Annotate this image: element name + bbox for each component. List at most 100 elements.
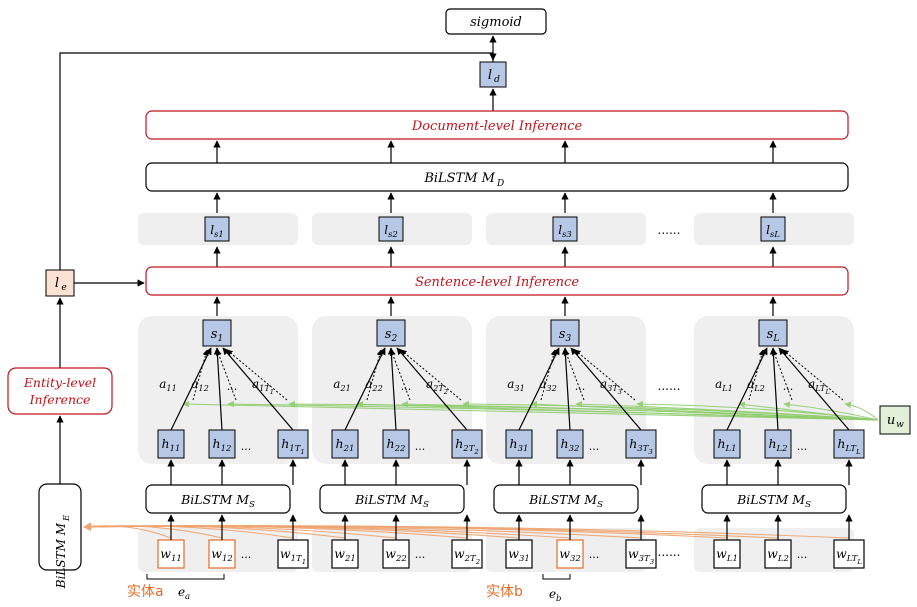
w-label-3-3: w3T3	[628, 546, 655, 566]
ld-label: l	[488, 68, 492, 83]
s-node-3	[550, 319, 580, 347]
w-dots-1: ...	[241, 548, 252, 561]
a-label-2-1: a21	[333, 377, 351, 393]
sigmoid-node: sigmoid	[445, 8, 547, 35]
attention-panel-4	[694, 316, 854, 464]
h-label-3-1: h31	[510, 436, 529, 454]
h-to-s-arrow-2-1	[344, 347, 386, 431]
bilstm-ms-label-1: BiLSTM MS	[180, 492, 255, 510]
attention-panel-3	[486, 316, 646, 464]
ls-label-4: lsL	[766, 223, 780, 240]
ls-node-4	[760, 216, 786, 242]
ls-node-2	[378, 216, 404, 242]
w-label-4-2: wL2	[767, 546, 789, 564]
h-dots-2: ...	[415, 440, 426, 453]
h-to-s-arrow-4-2	[769, 347, 779, 431]
h-node-2-1	[331, 429, 359, 459]
sigmoid-label: sigmoid	[470, 15, 522, 30]
h-label-2-2: h22	[387, 436, 406, 454]
a-dotted-arrow-4-1	[748, 349, 765, 401]
a-dots-1: ...	[227, 380, 238, 393]
w-dots-4: ...	[797, 548, 808, 561]
bilstm-me-box: BiLSTM M E	[38, 483, 82, 589]
h-label-4-2: hL2	[768, 436, 787, 454]
ls-label-2: ls2	[384, 223, 398, 240]
a-label-1-1: a11	[159, 377, 177, 393]
a-dotted-arrow-1-1	[192, 349, 209, 401]
w-label-2-2: w22	[385, 546, 407, 564]
w-label-4-1: wL1	[716, 546, 738, 564]
a-dotted-arrow-1-3	[226, 349, 288, 401]
w-node-3-1	[505, 539, 533, 569]
w-ellipsis: ......	[658, 545, 681, 559]
s-node-1	[202, 319, 232, 347]
a-label-1-3: a1T1	[252, 377, 274, 396]
le-subscript: e	[61, 283, 66, 293]
h-node-3-1	[505, 429, 533, 459]
h-to-s-arrow-2-2	[387, 347, 397, 431]
w-label-3-1: w31	[508, 546, 530, 564]
w-node-2-3	[451, 539, 483, 569]
w-label-2-3: w2T2	[454, 546, 480, 566]
a-label-1-2: a12	[191, 377, 209, 393]
le-label: l	[55, 276, 59, 291]
attention-panel-2	[312, 316, 472, 464]
a-dotted-arrow-2-1	[366, 349, 383, 401]
uw-label: u	[887, 413, 895, 428]
h-node-1-3	[277, 429, 309, 459]
w-label-2-1: w21	[334, 546, 356, 564]
entity-level-inference-line1: Entity-level	[23, 375, 96, 390]
s-label-3: s3	[559, 327, 572, 344]
entity-a-label: 实体a	[127, 584, 164, 600]
a-dotted-arrow-3-1	[540, 349, 557, 401]
a-label-2-3: a2T2	[426, 377, 448, 396]
ld-subscript: d	[494, 75, 500, 85]
h-label-2-3: h2T2	[455, 436, 479, 456]
ea-label: e	[178, 585, 185, 599]
document-level-inference-label: Document-level Inference	[411, 119, 583, 134]
bilstm-me-label: BiLSTM M	[54, 522, 68, 589]
h-to-s-arrow-4-1	[726, 347, 768, 431]
bilstm-ms-box-4	[701, 484, 847, 514]
bilstm-ms-label-4: BiLSTM MS	[736, 492, 811, 510]
w-node-1-2	[208, 539, 236, 569]
ls-ellipsis: ......	[658, 223, 681, 237]
bilstm-ms-box-3	[493, 484, 639, 514]
bilstm-ms-box-1	[145, 484, 291, 514]
bilstm-ms-box-2	[319, 484, 465, 514]
w-node-3-2	[556, 539, 584, 569]
h-label-2-1: h21	[336, 436, 355, 454]
h-label-3-3: h3T3	[629, 436, 653, 456]
entity-b-label: 实体b	[486, 584, 523, 600]
h-label-3-2: h32	[561, 436, 580, 454]
a-label-3-2: a32	[539, 377, 557, 393]
ls-label-3: ls3	[558, 223, 572, 240]
a-dots-4: ...	[783, 380, 794, 393]
a-dotted-arrow-3-2	[564, 349, 585, 401]
edges	[56, 35, 777, 484]
w-dots-3: ...	[589, 548, 600, 561]
h-node-3-3	[625, 429, 657, 459]
h-dots-1: ...	[241, 440, 252, 453]
entity-word-edges	[83, 522, 850, 539]
sentence-level-inference-label: Sentence-level Inference	[415, 275, 579, 290]
entity-level-inference-line2: Inference	[29, 392, 91, 407]
h-label-1-2: h12	[213, 436, 232, 454]
w-node-4-1	[713, 539, 741, 569]
s-label-1: s1	[211, 327, 223, 344]
bilstm-md-box: BiLSTM M D	[145, 162, 849, 192]
w-node-2-2	[382, 539, 410, 569]
a-label-3-3: a3T3	[600, 377, 622, 396]
w-label-4-3: wLTL	[836, 546, 862, 566]
a-ellipsis: ......	[658, 379, 681, 393]
h-to-s-arrow-3-2	[561, 347, 571, 431]
h-to-s-arrow-1-2	[213, 347, 223, 431]
w-label-1-2: w12	[211, 546, 233, 564]
h-label-4-1: hL1	[717, 436, 736, 454]
green-edge-2-1	[356, 400, 879, 421]
h-label-1-3: h1T1	[281, 436, 305, 456]
